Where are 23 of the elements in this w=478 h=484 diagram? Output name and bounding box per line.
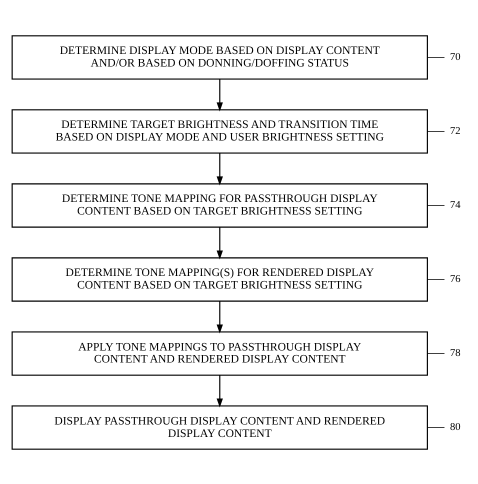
arrow	[216, 374, 223, 408]
connector	[427, 204, 445, 206]
node-text: 78	[450, 348, 461, 359]
arrow	[216, 152, 223, 185]
node-text: 70	[450, 52, 461, 63]
node-text: 72	[450, 126, 461, 137]
node-box: DETERMINE DISPLAY MODE BASED ON DISPLAY CONTENT AND/OR BASED ON DONNING/DOFFING STATUS	[12, 34, 428, 80]
node-text: 76	[450, 274, 461, 285]
arrow	[216, 78, 223, 111]
node-box: DETERMINE TONE MAPPING(S) FOR RENDERED DISPLAY CONTENT BASED ON TARGET BRIGHTNESS SETTING	[12, 256, 428, 302]
connector	[427, 278, 445, 280]
connector	[427, 426, 445, 428]
node-text: 80	[450, 422, 461, 433]
node-box: DETERMINE TARGET BRIGHTNESS AND TRANSITION TIME BASED ON DISPLAY MODE AND USER BRIGHTNESS SETTING	[12, 108, 428, 154]
connector	[427, 56, 445, 58]
node-box: APPLY TONE MAPPINGS TO PASSTHROUGH DISPLAY CONTENT AND RENDERED DISPLAY CONTENT	[12, 330, 428, 376]
node-text: 74	[450, 200, 461, 211]
connector	[427, 130, 445, 132]
arrow	[216, 300, 223, 333]
arrow	[216, 226, 223, 259]
connector	[427, 352, 445, 354]
node-box: DISPLAY PASSTHROUGH DISPLAY CONTENT AND RENDERED DISPLAY CONTENT	[12, 404, 428, 450]
node-box: DETERMINE TONE MAPPING FOR PASSTHROUGH DISPLAY CONTENT BASED ON TARGET BRIGHTNESS SETTING	[12, 182, 428, 228]
